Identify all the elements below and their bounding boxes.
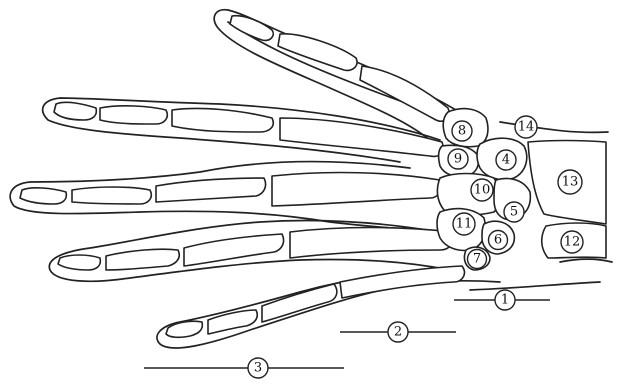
svg-text:12: 12	[564, 235, 581, 250]
svg-text:14: 14	[518, 120, 535, 135]
svg-text:7: 7	[473, 252, 481, 267]
label-11: 11	[453, 213, 475, 235]
label-5: 5	[504, 202, 524, 222]
svg-text:10: 10	[474, 183, 491, 198]
little-finger-outline	[157, 272, 500, 348]
svg-text:9: 9	[454, 152, 462, 167]
palm-lower-edge	[470, 282, 600, 290]
svg-text:8: 8	[458, 124, 466, 139]
ring-middle-phalanx	[106, 249, 179, 270]
index-distal-phalanx	[54, 102, 96, 120]
middle-metacarpal	[272, 173, 441, 206]
index-metacarpal	[280, 118, 443, 156]
little-proximal-phalanx	[262, 284, 337, 322]
label-3: 3	[248, 358, 268, 378]
svg-text:1: 1	[501, 293, 509, 308]
label-9: 9	[448, 149, 468, 169]
label-14: 14	[515, 116, 537, 138]
svg-text:3: 3	[254, 361, 262, 376]
ring-metacarpal	[290, 228, 453, 259]
label-2: 2	[388, 322, 408, 342]
thumb-proximal-phalanx	[278, 34, 357, 71]
svg-text:4: 4	[502, 153, 510, 168]
thumb-metacarpal	[360, 66, 449, 121]
label-10: 10	[471, 179, 493, 201]
svg-text:5: 5	[510, 205, 518, 220]
svg-text:11: 11	[456, 217, 473, 232]
label-8: 8	[452, 121, 472, 141]
ring-distal-phalanx	[58, 255, 100, 270]
label-1: 1	[495, 290, 515, 310]
svg-text:6: 6	[494, 233, 502, 248]
label-13: 13	[558, 170, 582, 194]
thumb-distal-phalanx	[230, 16, 273, 41]
middle-middle-phalanx	[72, 187, 151, 204]
label-4: 4	[496, 150, 516, 170]
wrist-lower-edge	[560, 259, 612, 262]
index-proximal-phalanx	[172, 108, 273, 132]
svg-text:13: 13	[562, 175, 579, 190]
label-7: 7	[468, 250, 487, 269]
little-metacarpal	[340, 266, 464, 298]
index-middle-phalanx	[100, 106, 167, 124]
label-12: 12	[561, 231, 583, 253]
svg-text:2: 2	[394, 325, 402, 340]
middle-distal-phalanx	[20, 188, 66, 204]
middle-proximal-phalanx	[156, 178, 266, 202]
label-6: 6	[489, 231, 508, 250]
